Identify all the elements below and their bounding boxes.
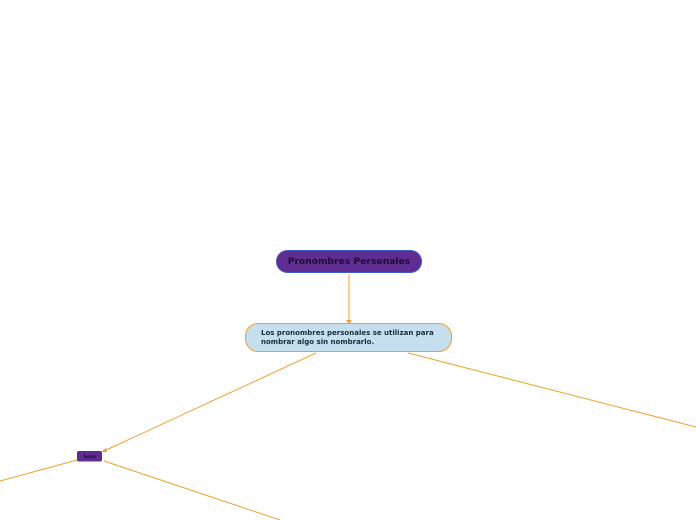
arrowhead-child <box>101 448 107 452</box>
subtopic-node[interactable]: Tenso <box>77 451 102 462</box>
subtopic-label: Tenso <box>83 453 96 459</box>
description-label: Los pronombres personales se utilizan pa… <box>261 328 434 346</box>
root-topic-node[interactable]: Pronombres Personales <box>276 250 422 273</box>
connector-description-to-child <box>103 352 317 452</box>
connector-child-to-bottom-branch <box>103 460 281 520</box>
arrowhead-description <box>346 320 352 324</box>
connector-child-to-left-branch <box>0 459 78 482</box>
root-topic-label: Pronombres Personales <box>287 256 411 267</box>
connector-description-to-right-branch <box>407 352 696 428</box>
description-node[interactable]: Los pronombres personales se utilizan pa… <box>245 323 452 352</box>
